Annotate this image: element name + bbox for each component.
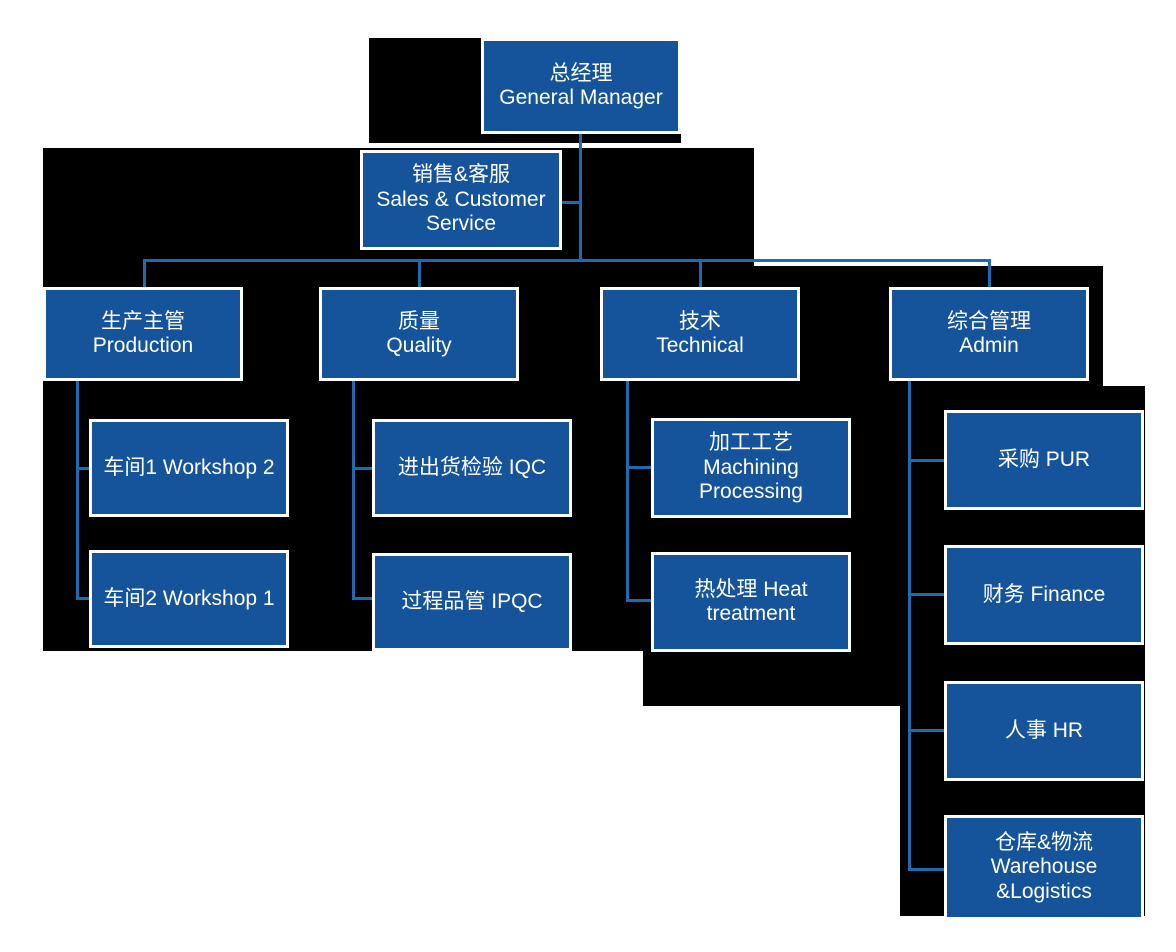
node-finance-cn: 财务: [982, 582, 1025, 606]
node-quality-cn: 质量: [398, 309, 440, 333]
connector-drop-production: [143, 259, 146, 287]
node-general-manager-en: General Manager: [499, 86, 663, 109]
connector-admin-elbow-1: [908, 459, 947, 462]
node-admin-cn: 综合管理: [947, 309, 1031, 333]
node-iqc-cn: 进出货检验: [397, 455, 503, 479]
connector-production-stem: [76, 381, 79, 600]
connector-admin-elbow-2: [908, 593, 947, 596]
connector-production-elbow-1: [76, 467, 92, 470]
node-ipqc[interactable]: 过程品管 IPQC: [372, 553, 572, 651]
node-quality[interactable]: 质量 Quality: [319, 287, 519, 381]
node-workshop-b-en: Workshop 1: [157, 586, 275, 610]
node-warehouse-cn: 仓库&物流: [994, 830, 1093, 854]
node-heat-treatment-cn: 热处理: [694, 577, 758, 601]
node-finance-en: Finance: [1024, 582, 1106, 606]
node-technical-en: Technical: [656, 334, 744, 357]
node-sales-service-cn: 销售&客服: [411, 163, 510, 187]
connector-level2-bus: [143, 259, 991, 262]
node-hr-cn: 人事: [1004, 718, 1047, 742]
node-general-manager-cn: 总经理: [549, 61, 613, 85]
node-purchasing-en: PUR: [1039, 447, 1091, 471]
connector-technical-stem: [626, 381, 629, 602]
node-production-cn: 生产主管: [101, 309, 185, 333]
connector-quality-elbow-2: [352, 597, 372, 600]
node-workshop-b[interactable]: 车间2 Workshop 1: [89, 550, 289, 648]
node-ipqc-cn: 过程品管: [401, 589, 486, 613]
connector-admin-elbow-4: [908, 868, 947, 871]
node-warehouse-en: Warehouse &Logistics: [990, 855, 1098, 903]
node-purchasing[interactable]: 采购 PUR: [944, 410, 1144, 510]
connector-quality-stem: [352, 381, 355, 600]
node-workshop-a-cn: 车间1: [103, 455, 158, 479]
node-heat-treatment-en: Heat treatment: [706, 577, 808, 625]
connector-technical-elbow-2: [626, 599, 654, 602]
node-production-en: Production: [92, 334, 194, 357]
node-workshop-a[interactable]: 车间1 Workshop 2: [89, 419, 289, 517]
node-machining-en: Machining Processing: [699, 455, 803, 504]
node-hr[interactable]: 人事 HR: [944, 681, 1144, 781]
connector-admin-elbow-3: [908, 729, 947, 732]
node-finance[interactable]: 财务 Finance: [944, 545, 1144, 645]
connector-sales-stub: [562, 201, 582, 204]
connector-quality-elbow-1: [352, 467, 372, 470]
node-admin[interactable]: 综合管理 Admin: [889, 287, 1089, 381]
node-machining[interactable]: 加工工艺 Machining Processing: [651, 418, 851, 518]
connector-admin-stem: [908, 381, 911, 871]
node-iqc-en: IQC: [502, 455, 547, 479]
connector-drop-quality: [418, 259, 421, 287]
connector-gm-vertical: [579, 134, 582, 262]
connector-drop-technical: [699, 259, 702, 287]
connector-drop-admin: [988, 259, 991, 287]
node-production[interactable]: 生产主管 Production: [43, 287, 243, 381]
node-technical-cn: 技术: [679, 309, 721, 333]
node-machining-cn: 加工工艺: [709, 431, 793, 455]
node-hr-en: HR: [1046, 718, 1084, 742]
node-admin-en: Admin: [959, 334, 1019, 357]
node-workshop-b-cn: 车间2: [103, 586, 158, 610]
node-general-manager[interactable]: 总经理 General Manager: [481, 38, 681, 134]
node-workshop-a-en: Workshop 2: [157, 455, 275, 479]
node-technical[interactable]: 技术 Technical: [600, 287, 800, 381]
node-quality-en: Quality: [386, 334, 452, 357]
node-iqc[interactable]: 进出货检验 IQC: [372, 419, 572, 517]
node-sales-service[interactable]: 销售&客服 Sales & Customer Service: [360, 150, 562, 250]
node-warehouse[interactable]: 仓库&物流 Warehouse &Logistics: [944, 815, 1144, 920]
node-heat-treatment[interactable]: 热处理 Heat treatment: [651, 552, 851, 652]
node-sales-service-en: Sales & Customer Service: [376, 187, 546, 236]
node-ipqc-en: IPQC: [485, 589, 543, 613]
connector-production-elbow-2: [76, 597, 92, 600]
connector-technical-elbow-1: [626, 466, 654, 469]
node-purchasing-cn: 采购: [997, 447, 1040, 471]
